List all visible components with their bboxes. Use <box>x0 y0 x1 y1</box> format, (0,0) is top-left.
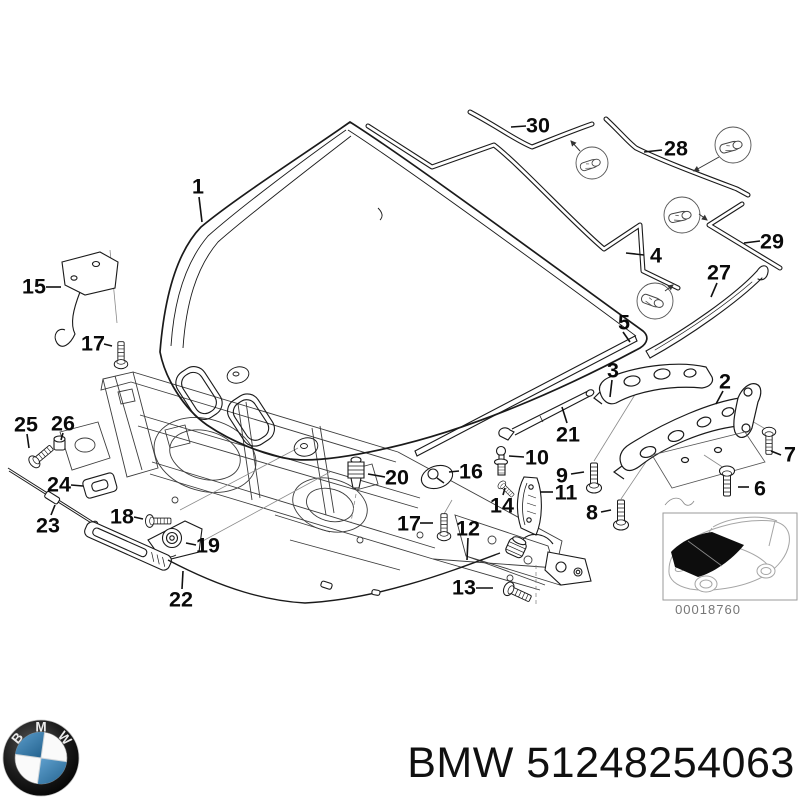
part-callout-20: 20 <box>385 466 409 490</box>
clip-magnifier-4 <box>636 282 674 320</box>
part-callout-24: 24 <box>47 473 71 497</box>
thumbnail-image-id: 00018760 <box>675 602 741 617</box>
part-callout-7: 7 <box>784 443 796 467</box>
part-callout-17: 17 <box>397 512 421 536</box>
part-callouts: 1234567891011121314151617171819202122232… <box>14 114 796 612</box>
radiator-support-frame <box>59 371 563 591</box>
clip-plate-24 <box>82 472 118 499</box>
leader-lines <box>26 125 782 590</box>
cap-nut-26 <box>53 435 66 451</box>
seal-30 <box>467 109 595 150</box>
part-callout-6: 6 <box>754 477 766 501</box>
screw-9 <box>585 462 603 494</box>
seal-29 <box>706 201 783 271</box>
bolt-17-right <box>436 513 452 542</box>
kidney-grille-left <box>175 366 223 420</box>
part-callout-2: 2 <box>719 370 731 394</box>
part-callout-19: 19 <box>196 534 220 558</box>
part-callout-5: 5 <box>618 311 630 335</box>
thumbnail-highlighted-hood <box>671 532 744 577</box>
hood-rear-crease <box>347 129 637 337</box>
part-callout-25: 25 <box>14 413 38 437</box>
cable-boot-12 <box>505 533 592 586</box>
gas-strut <box>498 389 595 441</box>
clip-detail-magnifiers <box>570 126 752 320</box>
part-callout-9: 9 <box>556 464 568 488</box>
part-callout-14: 14 <box>490 494 514 518</box>
part-callout-26: 26 <box>51 412 75 436</box>
washer-nozzle-holes <box>226 207 383 457</box>
seal-27-strip <box>645 265 769 359</box>
screw-7 <box>761 426 777 455</box>
part-callout-28: 28 <box>664 137 688 161</box>
part-callout-15: 15 <box>22 275 46 299</box>
screw-8 <box>612 499 630 531</box>
hood-left-crease-2 <box>182 135 352 349</box>
bolt-17-left <box>113 341 129 370</box>
part-number-caption: BMW 51248254063 <box>407 739 795 787</box>
part-callout-12: 12 <box>456 517 480 541</box>
cable-slider <box>84 521 172 571</box>
part-callout-16: 16 <box>459 460 483 484</box>
ball-stud-10 <box>493 445 509 476</box>
part-callout-29: 29 <box>760 230 784 254</box>
bolt-25 <box>26 441 57 471</box>
hood-panel <box>159 120 648 461</box>
hinge-arm-3 <box>593 363 714 405</box>
part-callout-11: 11 <box>555 481 578 505</box>
hood-outline <box>159 120 648 461</box>
part-callout-30: 30 <box>526 114 550 138</box>
part-callout-10: 10 <box>525 446 549 470</box>
release-cable-rear-22 <box>167 552 501 604</box>
kidney-grille-right <box>227 393 275 447</box>
seal-4 <box>365 123 681 291</box>
part-callout-22: 22 <box>169 588 193 612</box>
hinge-base-plate <box>651 431 766 489</box>
seal-5-strip <box>414 335 638 457</box>
screw-13 <box>500 579 534 606</box>
hood-seals <box>365 109 783 457</box>
part-callout-13: 13 <box>452 576 476 600</box>
part-callout-21: 21 <box>556 423 580 447</box>
clip-magnifier-1 <box>570 140 609 180</box>
hinge-link <box>733 383 762 438</box>
part-callout-18: 18 <box>110 505 134 529</box>
part-callout-3: 3 <box>607 359 619 383</box>
bmw-logo: B M W <box>2 720 80 797</box>
part-callout-4: 4 <box>650 244 662 268</box>
bmw-logo-quadrants <box>14 731 68 785</box>
buffer-20 <box>347 456 365 489</box>
safety-catch-15 <box>54 251 119 347</box>
screw-18 <box>144 514 172 528</box>
striker-bracket-11 <box>516 476 542 536</box>
part-callout-17: 17 <box>81 332 105 356</box>
part-callout-27: 27 <box>707 261 731 285</box>
latch-19 <box>147 520 203 562</box>
part-callout-1: 1 <box>192 175 204 199</box>
bmw-logo-letter-m: M <box>35 720 46 735</box>
seal-28 <box>603 116 751 198</box>
lock-hardware <box>7 251 777 606</box>
hood-left-crease <box>170 129 347 347</box>
part-callout-23: 23 <box>36 514 60 538</box>
clip-magnifier-2 <box>693 126 752 172</box>
part-callout-8: 8 <box>586 501 598 525</box>
hinge-assembly <box>593 363 766 489</box>
clip-magnifier-3 <box>663 196 708 234</box>
vehicle-thumbnail: 00018760 <box>662 512 798 617</box>
screw-6 <box>718 465 736 497</box>
